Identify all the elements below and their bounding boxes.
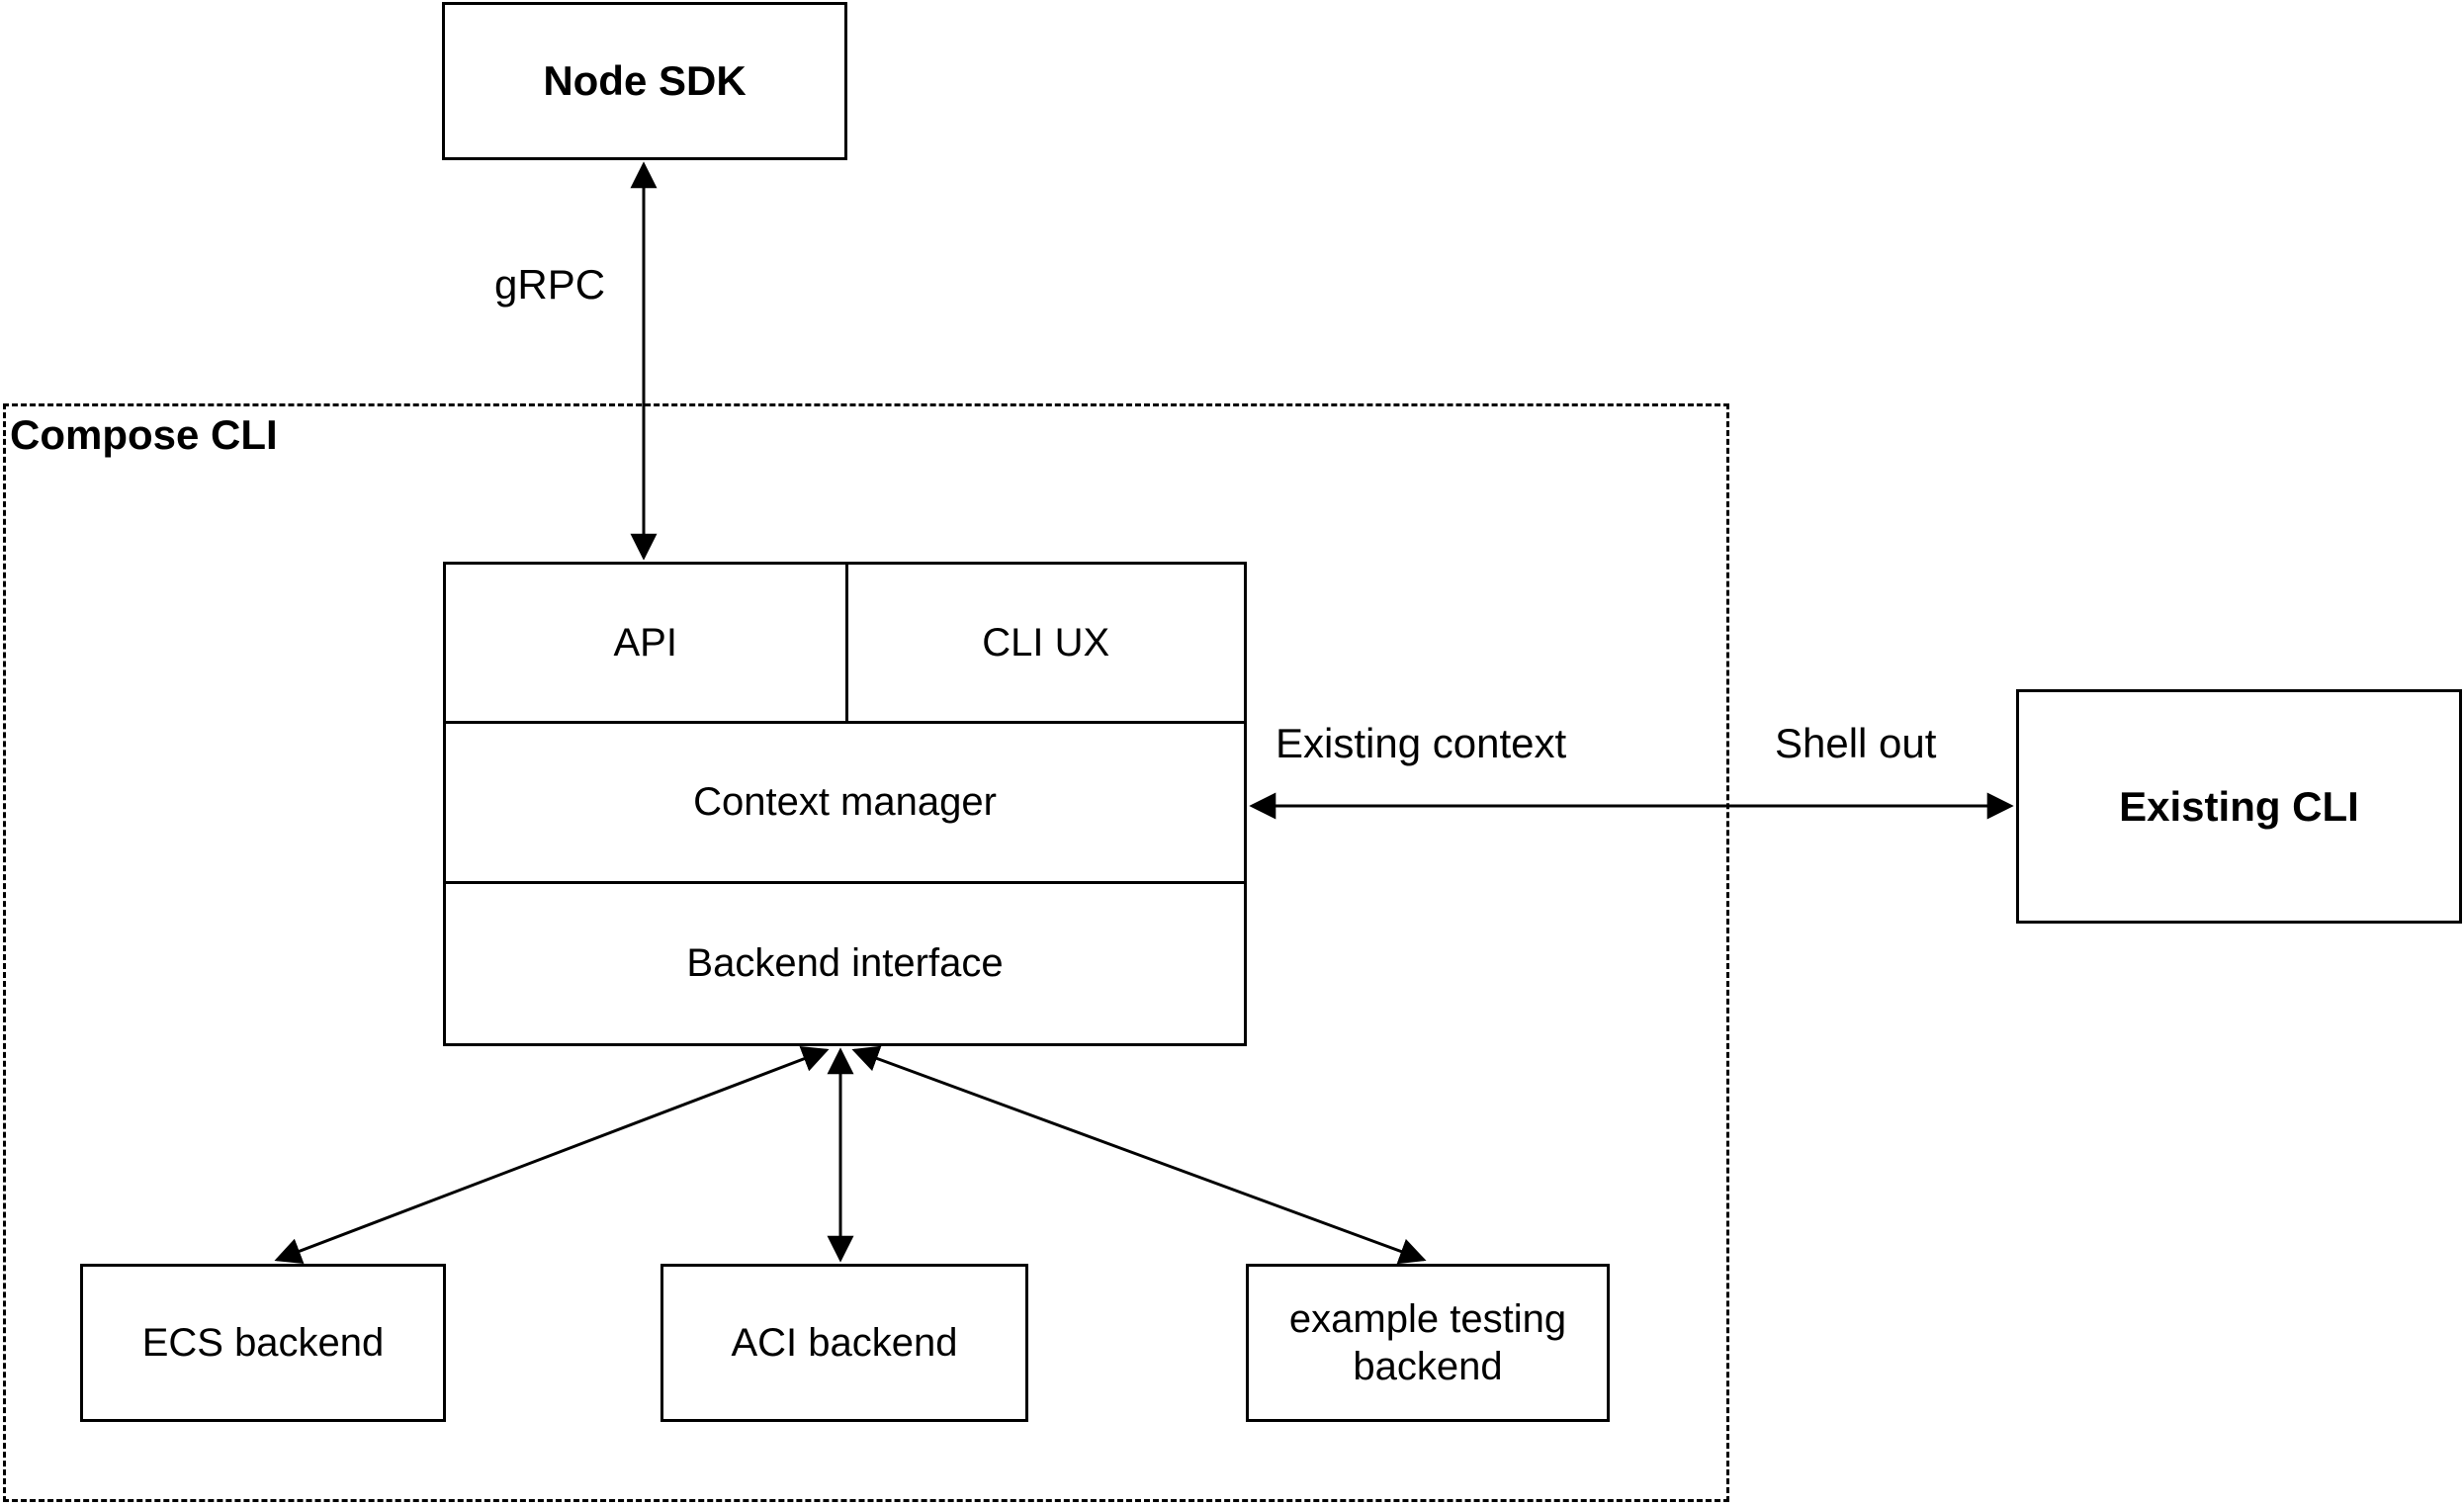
grpc-label: gRPC — [494, 261, 606, 308]
example-testing-backend-label: example testing backend — [1288, 1297, 1567, 1388]
context-manager-label: Context manager — [693, 779, 997, 824]
example-testing-backend-box: example testing backend — [1246, 1264, 1610, 1422]
backend-interface-cell: Backend interface — [446, 884, 1244, 1043]
cli-ux-cell: CLI UX — [844, 565, 1245, 722]
aci-backend-box: ACI backend — [660, 1264, 1028, 1422]
api-cell: API — [446, 565, 845, 721]
compose-cli-label: Compose CLI — [10, 411, 278, 458]
shell-out-label: Shell out — [1775, 720, 1937, 766]
existing-cli-label: Existing CLI — [2119, 782, 2359, 830]
existing-context-label: Existing context — [1276, 720, 1567, 766]
aci-backend-label: ACI backend — [731, 1320, 958, 1365]
compose-cli-stack: API CLI UX Context manager Backend inter… — [443, 562, 1247, 1046]
context-manager-cell: Context manager — [446, 724, 1244, 884]
backend-interface-label: Backend interface — [686, 940, 1004, 985]
stack-top-row: API CLI UX — [446, 565, 1245, 725]
cli-ux-label: CLI UX — [982, 620, 1110, 665]
node-sdk-box: Node SDK — [442, 2, 847, 160]
compose-cli-container — [3, 403, 1729, 1502]
node-sdk-label: Node SDK — [543, 57, 747, 104]
ecs-backend-box: ECS backend — [80, 1264, 446, 1422]
ecs-backend-label: ECS backend — [141, 1320, 385, 1365]
existing-cli-box: Existing CLI — [2016, 689, 2462, 924]
api-label: API — [613, 620, 677, 665]
